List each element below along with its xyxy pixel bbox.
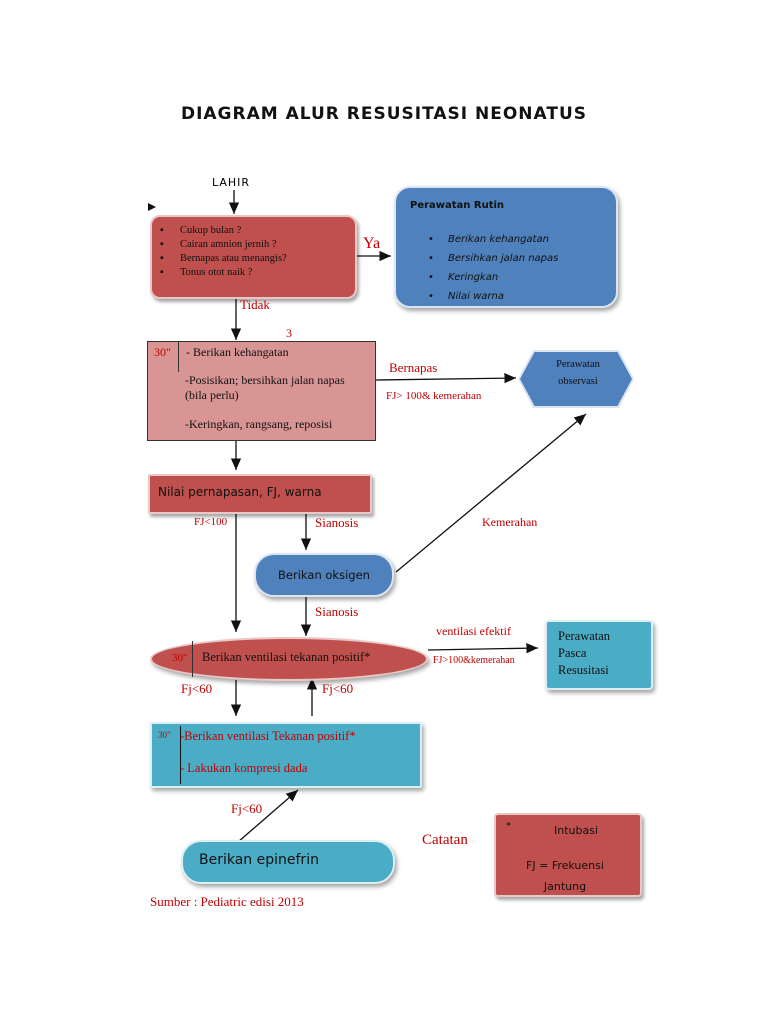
- initial-step: -Posisikan; bersihkan jalan napas (bila …: [185, 373, 345, 402]
- routine-care-title: Perawatan Rutin: [410, 200, 505, 211]
- fj-lt60-left-label: Fj<60: [181, 681, 213, 696]
- effective-sub-label: FJ>100&kemerahan: [433, 655, 515, 666]
- assessment-item: Bernapas atau menangis?: [152, 252, 355, 266]
- notes-star: *: [506, 821, 511, 832]
- oxygen-box: Berikan oksigen: [254, 553, 394, 597]
- initial-step: - Berikan kehangatan: [186, 345, 289, 359]
- assessment-item: Cukup bulan ?: [152, 224, 355, 238]
- compression-step: -Berikan ventilasi Tekanan positif*: [180, 729, 356, 743]
- ppv-time: 30": [172, 652, 188, 664]
- fj-lt100-label: FJ<100: [194, 516, 228, 528]
- arrow-ppv-to-post: [427, 643, 539, 654]
- post-resuscitation-box: Perawatan Pasca Resusitasi: [545, 620, 653, 690]
- evaluate-label: Nilai pernapasan, FJ, warna: [158, 485, 322, 499]
- routine-care-item: Berikan kehangatan: [420, 230, 610, 249]
- start-label: LAHIR: [212, 176, 251, 189]
- assessment-item: Tonus otot naik ?: [152, 266, 355, 280]
- time-divider: [178, 342, 179, 372]
- kemerahan-label: Kemerahan: [482, 515, 538, 529]
- routine-care-item: Bersihkan jalan napas: [420, 249, 610, 268]
- arrow-epinephrine-to-compress: [237, 789, 299, 843]
- arrow-oxygen-to-observation: [395, 413, 587, 573]
- initial-step: -Keringkan, rangsang, reposisi: [185, 417, 333, 431]
- initial-steps-box: 30" - Berikan kehangatan -Posisikan; ber…: [147, 341, 376, 441]
- observation-label: Perawatan observasi: [556, 359, 600, 387]
- post-resuscitation-label: Perawatan Pasca Resusitasi: [558, 629, 611, 677]
- compression-step: - Lakukan kompresi dada: [180, 761, 308, 775]
- page-title: DIAGRAM ALUR RESUSITASI NEONATUS: [180, 104, 588, 124]
- initial-time: 30": [154, 345, 171, 359]
- start-marker-icon: [148, 203, 156, 211]
- compression-box: 30" -Berikan ventilasi Tekanan positif* …: [150, 722, 422, 788]
- routine-care-box: Perawatan Rutin Berikan kehangatan Bersi…: [394, 186, 618, 308]
- notes-fj-definition: FJ = Frekuensi Jantung: [526, 859, 604, 893]
- oxygen-label: Berikan oksigen: [278, 568, 370, 582]
- effective-label: ventilasi efektif: [436, 624, 511, 638]
- assessment-box: Cukup bulan ? Cairan amnion jernih ? Ber…: [150, 215, 357, 299]
- breathing-label: Bernapas: [389, 360, 438, 375]
- observation-hexagon: Perawatan observasi: [520, 352, 632, 406]
- routine-care-item: Nilai warna: [420, 287, 610, 306]
- breathing-sub-label: FJ> 100& kemerahan: [386, 390, 482, 402]
- notes-heading: Catatan: [422, 832, 468, 848]
- yes-label: Ya: [363, 235, 381, 252]
- compression-time: 30": [158, 730, 171, 740]
- no-label: Tidak: [240, 297, 270, 312]
- fj-lt60-bottom-label: Fj<60: [231, 801, 263, 816]
- routine-care-item: Keringkan: [420, 268, 610, 287]
- source-caption: Sumber : Pediatric edisi 2013: [150, 894, 304, 909]
- cyanosis-label-2: Sianosis: [315, 604, 359, 619]
- assessment-item: Cairan amnion jernih ?: [152, 238, 355, 252]
- ppv-label: Berikan ventilasi tekanan positif*: [202, 650, 371, 664]
- routine-care-list: Berikan kehangatan Bersihkan jalan napas…: [420, 230, 610, 306]
- epinephrine-label: Berikan epinefrin: [199, 852, 319, 868]
- evaluate-box: Nilai pernapasan, FJ, warna: [148, 474, 372, 514]
- epinephrine-box: Berikan epinefrin: [181, 840, 395, 884]
- stray-mark: 3: [286, 326, 292, 340]
- notes-intubation: Intubasi: [554, 824, 599, 837]
- time-divider: [192, 641, 193, 677]
- ppv-box: 30" Berikan ventilasi tekanan positif*: [150, 637, 428, 681]
- arrow-initial-to-observation: [375, 372, 517, 384]
- time-divider: [180, 726, 181, 784]
- notes-box: * Intubasi FJ = Frekuensi Jantung: [494, 813, 642, 897]
- assessment-list: Cukup bulan ? Cairan amnion jernih ? Ber…: [152, 224, 355, 280]
- fj-lt60-right-label: Fj<60: [322, 681, 354, 696]
- cyanosis-label-1: Sianosis: [315, 515, 359, 530]
